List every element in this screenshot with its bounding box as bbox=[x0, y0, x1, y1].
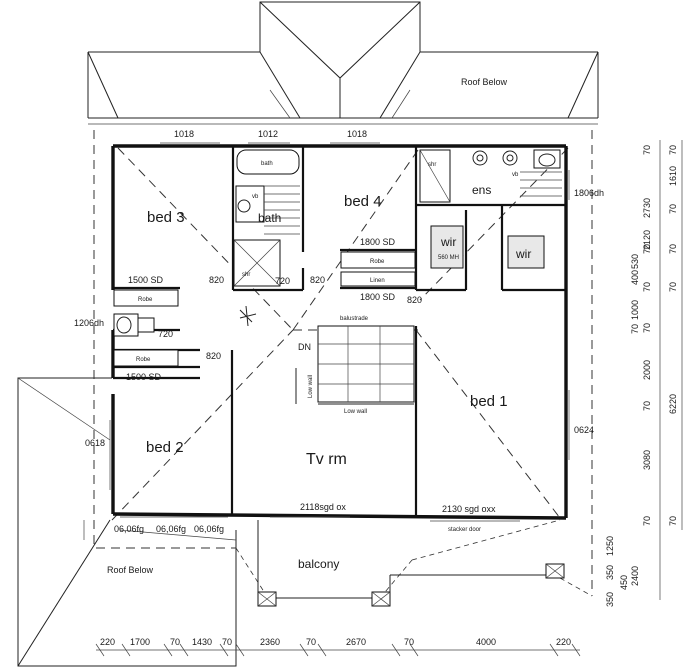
dim-1012: 1012 bbox=[258, 129, 278, 139]
rdim-b-11: 70 bbox=[668, 516, 678, 526]
dim-1500sd-bottom: 1500 SD bbox=[126, 372, 162, 382]
dim-sgd-right: 2130 sgd oxx bbox=[442, 504, 496, 514]
bdim-3: 1430 bbox=[192, 637, 212, 647]
rdim-a-10: 1250 bbox=[605, 536, 615, 556]
rdim-a-7: 70 bbox=[642, 401, 652, 411]
rdim-b-7: 1000 bbox=[630, 300, 640, 320]
vb-bath-label: vb bbox=[252, 194, 259, 200]
vb-ens-label: vb bbox=[512, 172, 519, 178]
dim-1800sd-bottom: 1800 SD bbox=[360, 292, 396, 302]
dim-820-d: 820 bbox=[206, 351, 221, 361]
rdim-b-2: 70 bbox=[668, 204, 678, 214]
rdim-a-11: 350 bbox=[605, 565, 615, 580]
windows bbox=[109, 142, 570, 522]
dim-sgd-left: 2118sgd ox bbox=[300, 502, 346, 512]
room-wir-1: wir bbox=[440, 235, 456, 249]
dim-720-a: 720 bbox=[275, 276, 290, 286]
rdim-b-0: 70 bbox=[668, 145, 678, 155]
rdim-b-4: 530 bbox=[630, 254, 640, 269]
rdim-a-6: 2000 bbox=[642, 360, 652, 380]
bottom-dimension-string bbox=[95, 643, 581, 657]
dim-1806dh: 1806dh bbox=[574, 188, 604, 198]
rdim-a-1: 2730 bbox=[642, 198, 652, 218]
walls bbox=[111, 144, 568, 520]
dim-1018-b: 1018 bbox=[347, 129, 367, 139]
dim-0624: 0624 bbox=[574, 425, 594, 435]
rdim-a-12: 350 bbox=[605, 592, 615, 607]
room-tv: Tv rm bbox=[306, 451, 347, 468]
rdim-a-4: 70 bbox=[642, 282, 652, 292]
right-dimension-string bbox=[659, 140, 683, 600]
bdim-2: 70 bbox=[170, 637, 180, 647]
bdim-9: 4000 bbox=[476, 637, 496, 647]
room-bed4: bed 4 bbox=[344, 193, 382, 210]
stacker-door-label: stacker door bbox=[448, 527, 481, 533]
bdim-0: 220 bbox=[100, 637, 115, 647]
low-wall-horizontal-label: Low wall bbox=[344, 409, 367, 415]
rdim-a-5: 70 bbox=[642, 323, 652, 333]
roof-bottom bbox=[17, 377, 237, 667]
shr-ens-label: shr bbox=[428, 162, 436, 168]
balustrade-label: balustrade bbox=[340, 316, 369, 322]
linen-label: Linen bbox=[370, 278, 385, 284]
bdim-4: 70 bbox=[222, 637, 232, 647]
roof-below-bottom-label: Roof Below bbox=[107, 565, 154, 575]
bath-tub-label: bath bbox=[261, 161, 273, 167]
low-wall-vertical-label: Low wall bbox=[308, 375, 314, 398]
rdim-b-9: 6220 bbox=[668, 394, 678, 414]
dim-720-b: 720 bbox=[158, 329, 173, 339]
bdim-5: 2360 bbox=[260, 637, 280, 647]
dim-820-c: 820 bbox=[407, 295, 422, 305]
rdim-b-10: 2400 bbox=[630, 566, 640, 586]
rdim-b-6: 400 bbox=[630, 270, 640, 285]
roof-top bbox=[87, 1, 599, 125]
dn-label: DN bbox=[298, 342, 311, 352]
rdim-b-1: 1610 bbox=[668, 166, 678, 186]
rdim-b-3: 70 bbox=[668, 244, 678, 254]
dim-fg-2: 06,06fg bbox=[156, 524, 186, 534]
rdim-b-8: 70 bbox=[630, 324, 640, 334]
bdim-7: 2670 bbox=[346, 637, 366, 647]
robe-bed4-label: Robe bbox=[370, 259, 385, 265]
robe-top-label: Robe bbox=[138, 297, 153, 303]
dim-1800sd-top: 1800 SD bbox=[360, 237, 396, 247]
rdim-a-2: 70 bbox=[642, 244, 652, 254]
dim-820-a: 820 bbox=[209, 275, 224, 285]
dim-820-b: 820 bbox=[310, 275, 325, 285]
rdim-c-0: 450 bbox=[619, 575, 629, 590]
room-bed3: bed 3 bbox=[147, 209, 185, 226]
rdim-b-5: 70 bbox=[668, 282, 678, 292]
robe-bottom-label: Robe bbox=[136, 357, 151, 363]
dim-0618: 0618 bbox=[85, 438, 105, 448]
bdim-1: 1700 bbox=[130, 637, 150, 647]
roof-below-top-label: Roof Below bbox=[461, 77, 508, 87]
dim-1018-a: 1018 bbox=[174, 129, 194, 139]
room-bed2: bed 2 bbox=[146, 439, 184, 456]
dim-fg-1: 06,06fg bbox=[114, 524, 144, 534]
bdim-10: 220 bbox=[556, 637, 571, 647]
dim-1206dh: 1206dh bbox=[74, 318, 104, 328]
room-bath: bath bbox=[258, 211, 281, 225]
rdim-a-0: 70 bbox=[642, 145, 652, 155]
balcony-structure bbox=[257, 520, 565, 607]
shr-bath-label: shr bbox=[242, 272, 250, 278]
rdim-a-8: 3080 bbox=[642, 450, 652, 470]
mh-label: 560 MH bbox=[438, 255, 459, 261]
room-ens: ens bbox=[472, 183, 491, 197]
fixtures bbox=[113, 149, 562, 405]
dim-1500sd-top: 1500 SD bbox=[128, 275, 164, 285]
room-wir-2: wir bbox=[515, 247, 531, 261]
room-balcony: balcony bbox=[298, 557, 339, 571]
bdim-6: 70 bbox=[306, 637, 316, 647]
bdim-8: 70 bbox=[404, 637, 414, 647]
room-bed1: bed 1 bbox=[470, 393, 508, 410]
dim-fg-3: 06,06fg bbox=[194, 524, 224, 534]
rdim-a-9: 70 bbox=[642, 516, 652, 526]
rdim-a-3: 2120 bbox=[642, 230, 652, 250]
